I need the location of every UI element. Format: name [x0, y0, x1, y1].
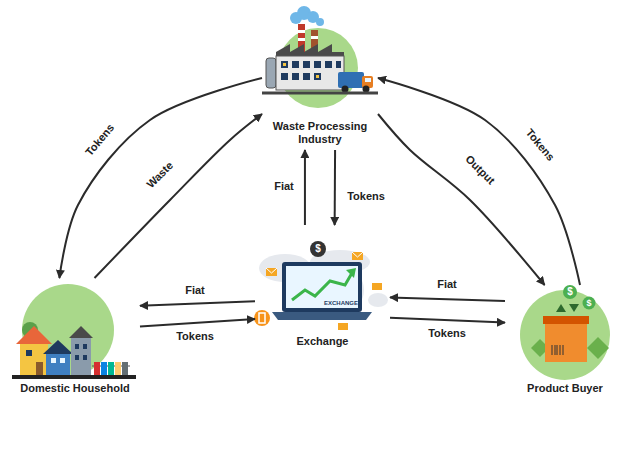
- buyer-node: Product Buyer: [505, 285, 625, 399]
- currency-symbol: $: [315, 244, 321, 254]
- node-label: Waste Processing Industry: [262, 118, 378, 150]
- flow-label: Tokens: [345, 190, 387, 203]
- flow-label: Fiat: [435, 278, 459, 291]
- household-node: Domestic Household: [10, 278, 140, 399]
- exchange-illustration: [254, 241, 388, 330]
- household-illustration: [12, 284, 136, 377]
- flow-arrow: [95, 114, 263, 278]
- buyer-illustration: [520, 285, 610, 380]
- factory-illustration: [262, 6, 378, 108]
- flow-arrow: [140, 301, 255, 306]
- flow-label: Tokens: [174, 330, 216, 343]
- node-label: Exchange: [255, 333, 390, 352]
- flow-label: Tokens: [522, 125, 559, 165]
- node-label: Product Buyer: [505, 380, 625, 399]
- flow-arrow: [304, 150, 306, 225]
- flow-arrow: [378, 114, 545, 285]
- node-label: Domestic Household: [10, 380, 140, 399]
- flow-arrow: [59, 78, 262, 278]
- flow-label: Tokens: [82, 120, 119, 160]
- flow-arrow: [378, 78, 580, 285]
- flow-arrow: [140, 319, 255, 326]
- flow-arrow: [390, 318, 505, 323]
- flow-label: Fiat: [183, 284, 207, 297]
- currency-symbol: $: [586, 299, 591, 308]
- industry-node: Waste Processing Industry: [262, 30, 378, 150]
- currency-symbol: $: [567, 287, 573, 297]
- flow-arrow: [334, 150, 336, 225]
- flow-label: Fiat: [272, 180, 296, 193]
- flow-arrow: [390, 297, 505, 301]
- screen-caption: EXCHANGE: [324, 300, 358, 306]
- flow-label: Tokens: [426, 327, 468, 340]
- flow-label: Waste: [143, 158, 178, 193]
- exchange-node: Exchange: [255, 225, 390, 352]
- flow-label: Output: [461, 151, 499, 189]
